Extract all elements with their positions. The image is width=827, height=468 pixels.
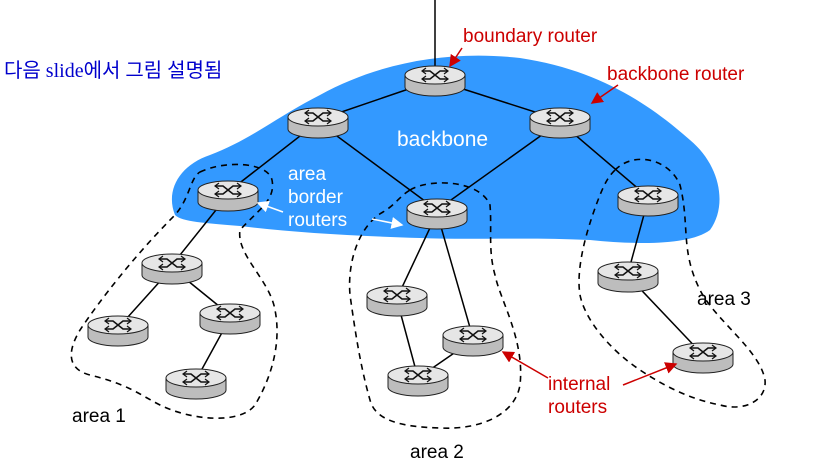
- link: [436, 212, 474, 339]
- area-boundaries: [70, 158, 766, 429]
- router-area-border-2: [406, 198, 468, 230]
- backbone-router-label: backbone router: [607, 64, 745, 85]
- router-area-border-1: [197, 180, 259, 212]
- internal-routers-label-line2: routers: [548, 397, 607, 418]
- slide-note: 다음 slide에서 그림 설명됨: [4, 60, 223, 82]
- boundary-router-arrow: [449, 47, 463, 68]
- area-border-label-line1: area: [288, 164, 326, 185]
- router-area1-d: [165, 368, 227, 400]
- router-backbone-left: [287, 107, 349, 139]
- link: [436, 121, 561, 211]
- router-area1-b: [87, 315, 149, 347]
- internal-routers-label-line1: internal: [548, 374, 610, 395]
- router-area1-a: [141, 253, 203, 285]
- area-border-label-line2: border: [288, 187, 344, 208]
- internal-routers-arrow-1: [501, 351, 549, 379]
- area-2-boundary: [348, 182, 522, 429]
- annotation-arrows: [256, 47, 678, 386]
- internal-routers-arrow-2: [622, 362, 678, 386]
- area-1-label: area 1: [72, 406, 126, 427]
- router-area3-b: [672, 342, 734, 374]
- area-border-arrow-1: [256, 200, 284, 213]
- router-area2-b: [442, 325, 504, 357]
- area-border-label-line3: routers: [288, 210, 347, 231]
- router-area2-a: [366, 285, 428, 317]
- area-2-label: area 2: [410, 442, 464, 463]
- router-area1-c: [199, 303, 261, 335]
- router-boundary: [404, 65, 466, 97]
- backbone-router-arrow: [590, 84, 619, 104]
- router-area3-a: [597, 261, 659, 293]
- backbone-label: backbone: [397, 128, 488, 151]
- router-area2-c: [387, 365, 449, 397]
- router-area-border-3: [617, 185, 679, 217]
- boundary-router-label: boundary router: [463, 26, 598, 47]
- backbone-cloud: [171, 55, 720, 243]
- area-border-arrow-2: [371, 217, 404, 229]
- router-backbone-right: [529, 107, 591, 139]
- area-3-label: area 3: [697, 289, 751, 310]
- link: [317, 121, 438, 211]
